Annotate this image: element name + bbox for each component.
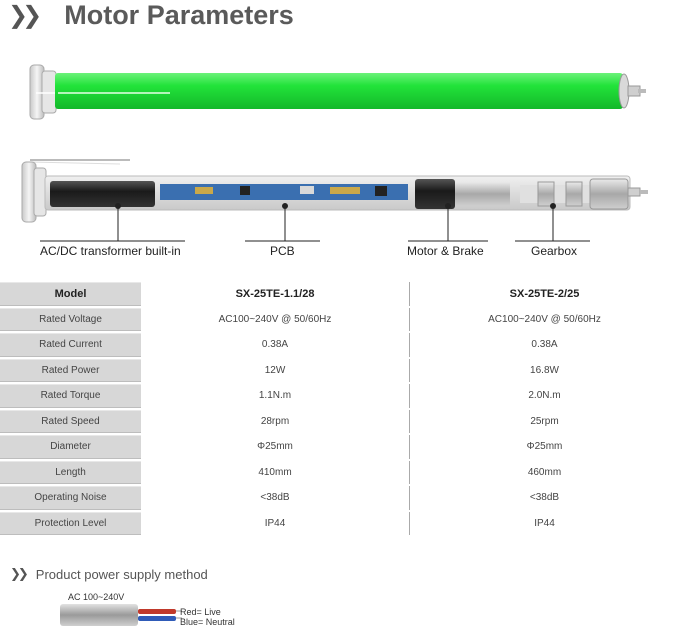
double-chevron-icon: ❯❯: [10, 567, 29, 582]
row-key: Rated Current: [0, 333, 141, 357]
row-value-1: 28rpm: [141, 409, 410, 433]
power-cable-image: [60, 604, 182, 626]
row-key: Rated Power: [0, 358, 141, 382]
row-value-2: 460mm: [527, 466, 562, 478]
row-key: Length: [0, 460, 141, 484]
row-value-1: 1.1N.m: [141, 384, 410, 408]
row-value-2: AC100~240V @ 50/60Hz: [488, 313, 601, 325]
table-row: Diameter Φ25mm Φ25mm: [0, 435, 679, 459]
page-title: Motor Parameters: [64, 0, 294, 30]
row-value-1: IP44: [141, 511, 410, 535]
table-row: Rated Speed 28rpm 25rpm: [0, 409, 679, 433]
label-transformer: AC/DC transformer built-in: [40, 244, 181, 258]
tubular-motor-image: [29, 64, 646, 120]
row-key: Protection Level: [0, 511, 141, 535]
supply-title: Product power supply method: [35, 567, 208, 582]
header-model-2: SX-25TE-2/25: [509, 287, 580, 300]
label-pcb: PCB: [270, 244, 295, 258]
row-value-2: 16.8W: [530, 364, 559, 376]
row-value-2: <38dB: [529, 492, 560, 504]
table-header-row: Model SX-25TE-1.1/28 SX-25TE-2/25: [0, 282, 679, 306]
row-value-2: 0.38A: [531, 339, 558, 351]
page-header: ❯❯ Motor Parameters: [8, 0, 294, 30]
table-row: Rated Voltage AC100~240V @ 50/60Hz AC100…: [0, 307, 679, 331]
header-key: Model: [0, 282, 141, 306]
supply-blue-label: Blue= Neutral: [180, 617, 235, 627]
label-gearbox: Gearbox: [531, 244, 578, 258]
row-value-2: 2.0N.m: [528, 390, 561, 402]
table-row: Operating Noise <38dB <38dB: [0, 486, 679, 510]
spec-table: Model SX-25TE-1.1/28 SX-25TE-2/25 Rated …: [0, 280, 679, 537]
row-value-2: Φ25mm: [526, 441, 563, 453]
row-value-2: IP44: [534, 517, 555, 529]
row-value-2: 25rpm: [530, 415, 559, 427]
supply-voltage-label: AC 100~240V: [68, 592, 125, 602]
row-key: Rated Speed: [0, 409, 141, 433]
label-motor-brake: Motor & Brake: [407, 244, 484, 258]
table-row: Rated Current 0.38A 0.38A: [0, 333, 679, 357]
row-key: Operating Noise: [0, 486, 141, 510]
row-value-1: 12W: [141, 358, 410, 382]
table-row: Length 410mm 460mm: [0, 460, 679, 484]
double-chevron-icon: ❯❯: [8, 1, 42, 29]
row-value-1: Φ25mm: [141, 435, 410, 459]
table-row: Rated Power 12W 16.8W: [0, 358, 679, 382]
row-key: Rated Torque: [0, 384, 141, 408]
table-row: Protection Level IP44 IP44: [0, 511, 679, 535]
row-value-1: <38dB: [141, 486, 410, 510]
motor-cutaway-image: [21, 159, 648, 242]
header-model-1: SX-25TE-1.1/28: [141, 282, 410, 306]
row-key: Diameter: [0, 435, 141, 459]
supply-heading: ❯❯ Product power supply method: [10, 567, 208, 582]
row-value-1: 0.38A: [141, 333, 410, 357]
row-key: Rated Voltage: [0, 307, 141, 331]
row-value-1: 410mm: [141, 460, 410, 484]
table-row: Rated Torque 1.1N.m 2.0N.m: [0, 384, 679, 408]
supply-red-label: Red= Live: [180, 607, 221, 617]
row-value-1: AC100~240V @ 50/60Hz: [141, 307, 410, 331]
